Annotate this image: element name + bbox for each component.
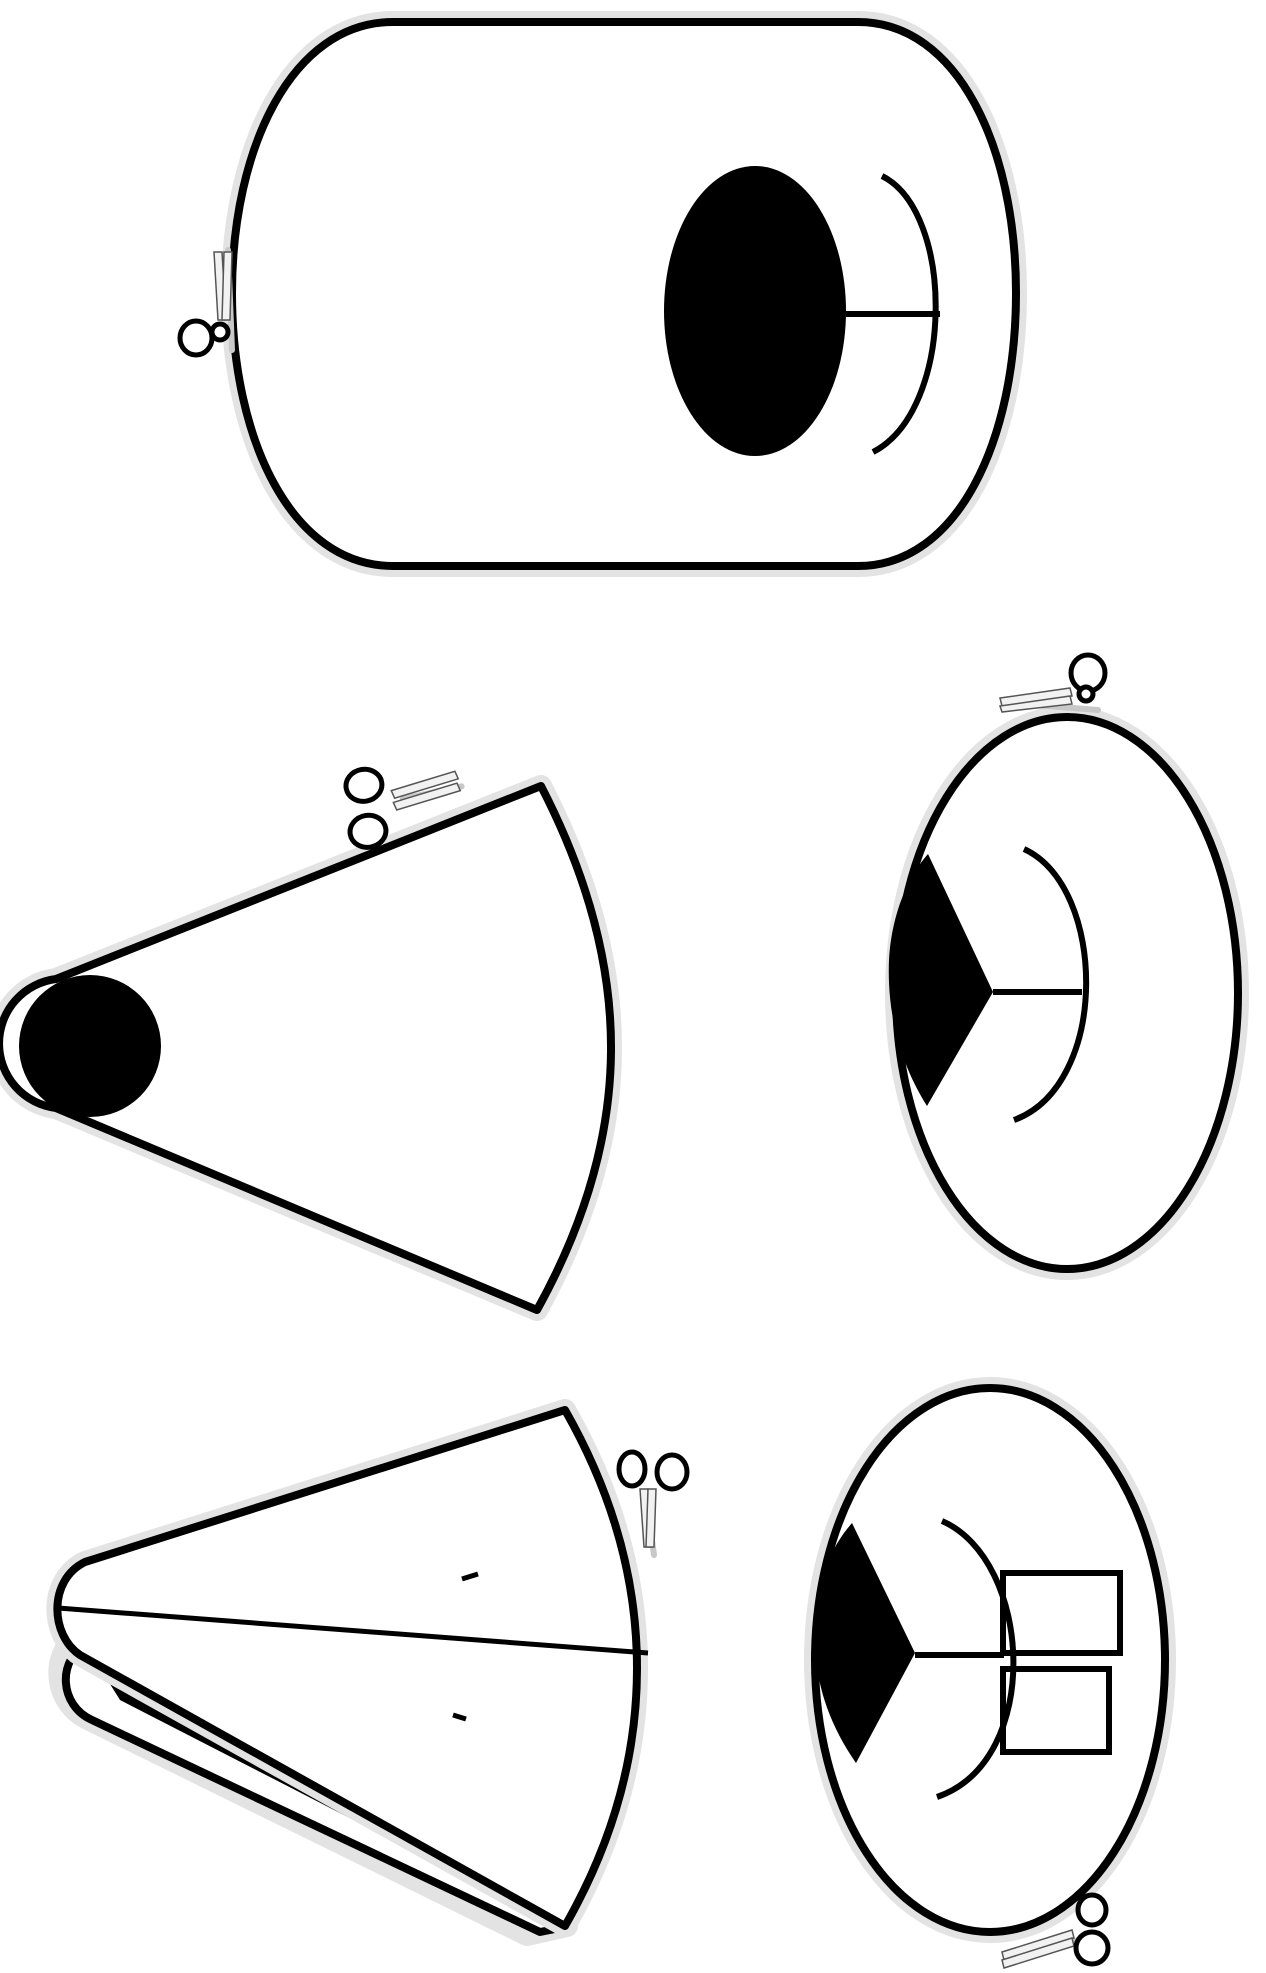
scissors-icon <box>180 250 232 355</box>
oval-eye-piece <box>889 717 1238 1269</box>
scissors-icon <box>1000 655 1105 712</box>
cone-piece <box>0 786 611 1310</box>
pupil-shape <box>664 166 846 456</box>
oval-eye-with-rectangles-piece <box>815 1388 1165 1932</box>
cylinder-body-piece <box>232 22 1016 566</box>
folded-cone-piece <box>57 1410 648 1935</box>
cone-tip-dot <box>19 975 161 1117</box>
